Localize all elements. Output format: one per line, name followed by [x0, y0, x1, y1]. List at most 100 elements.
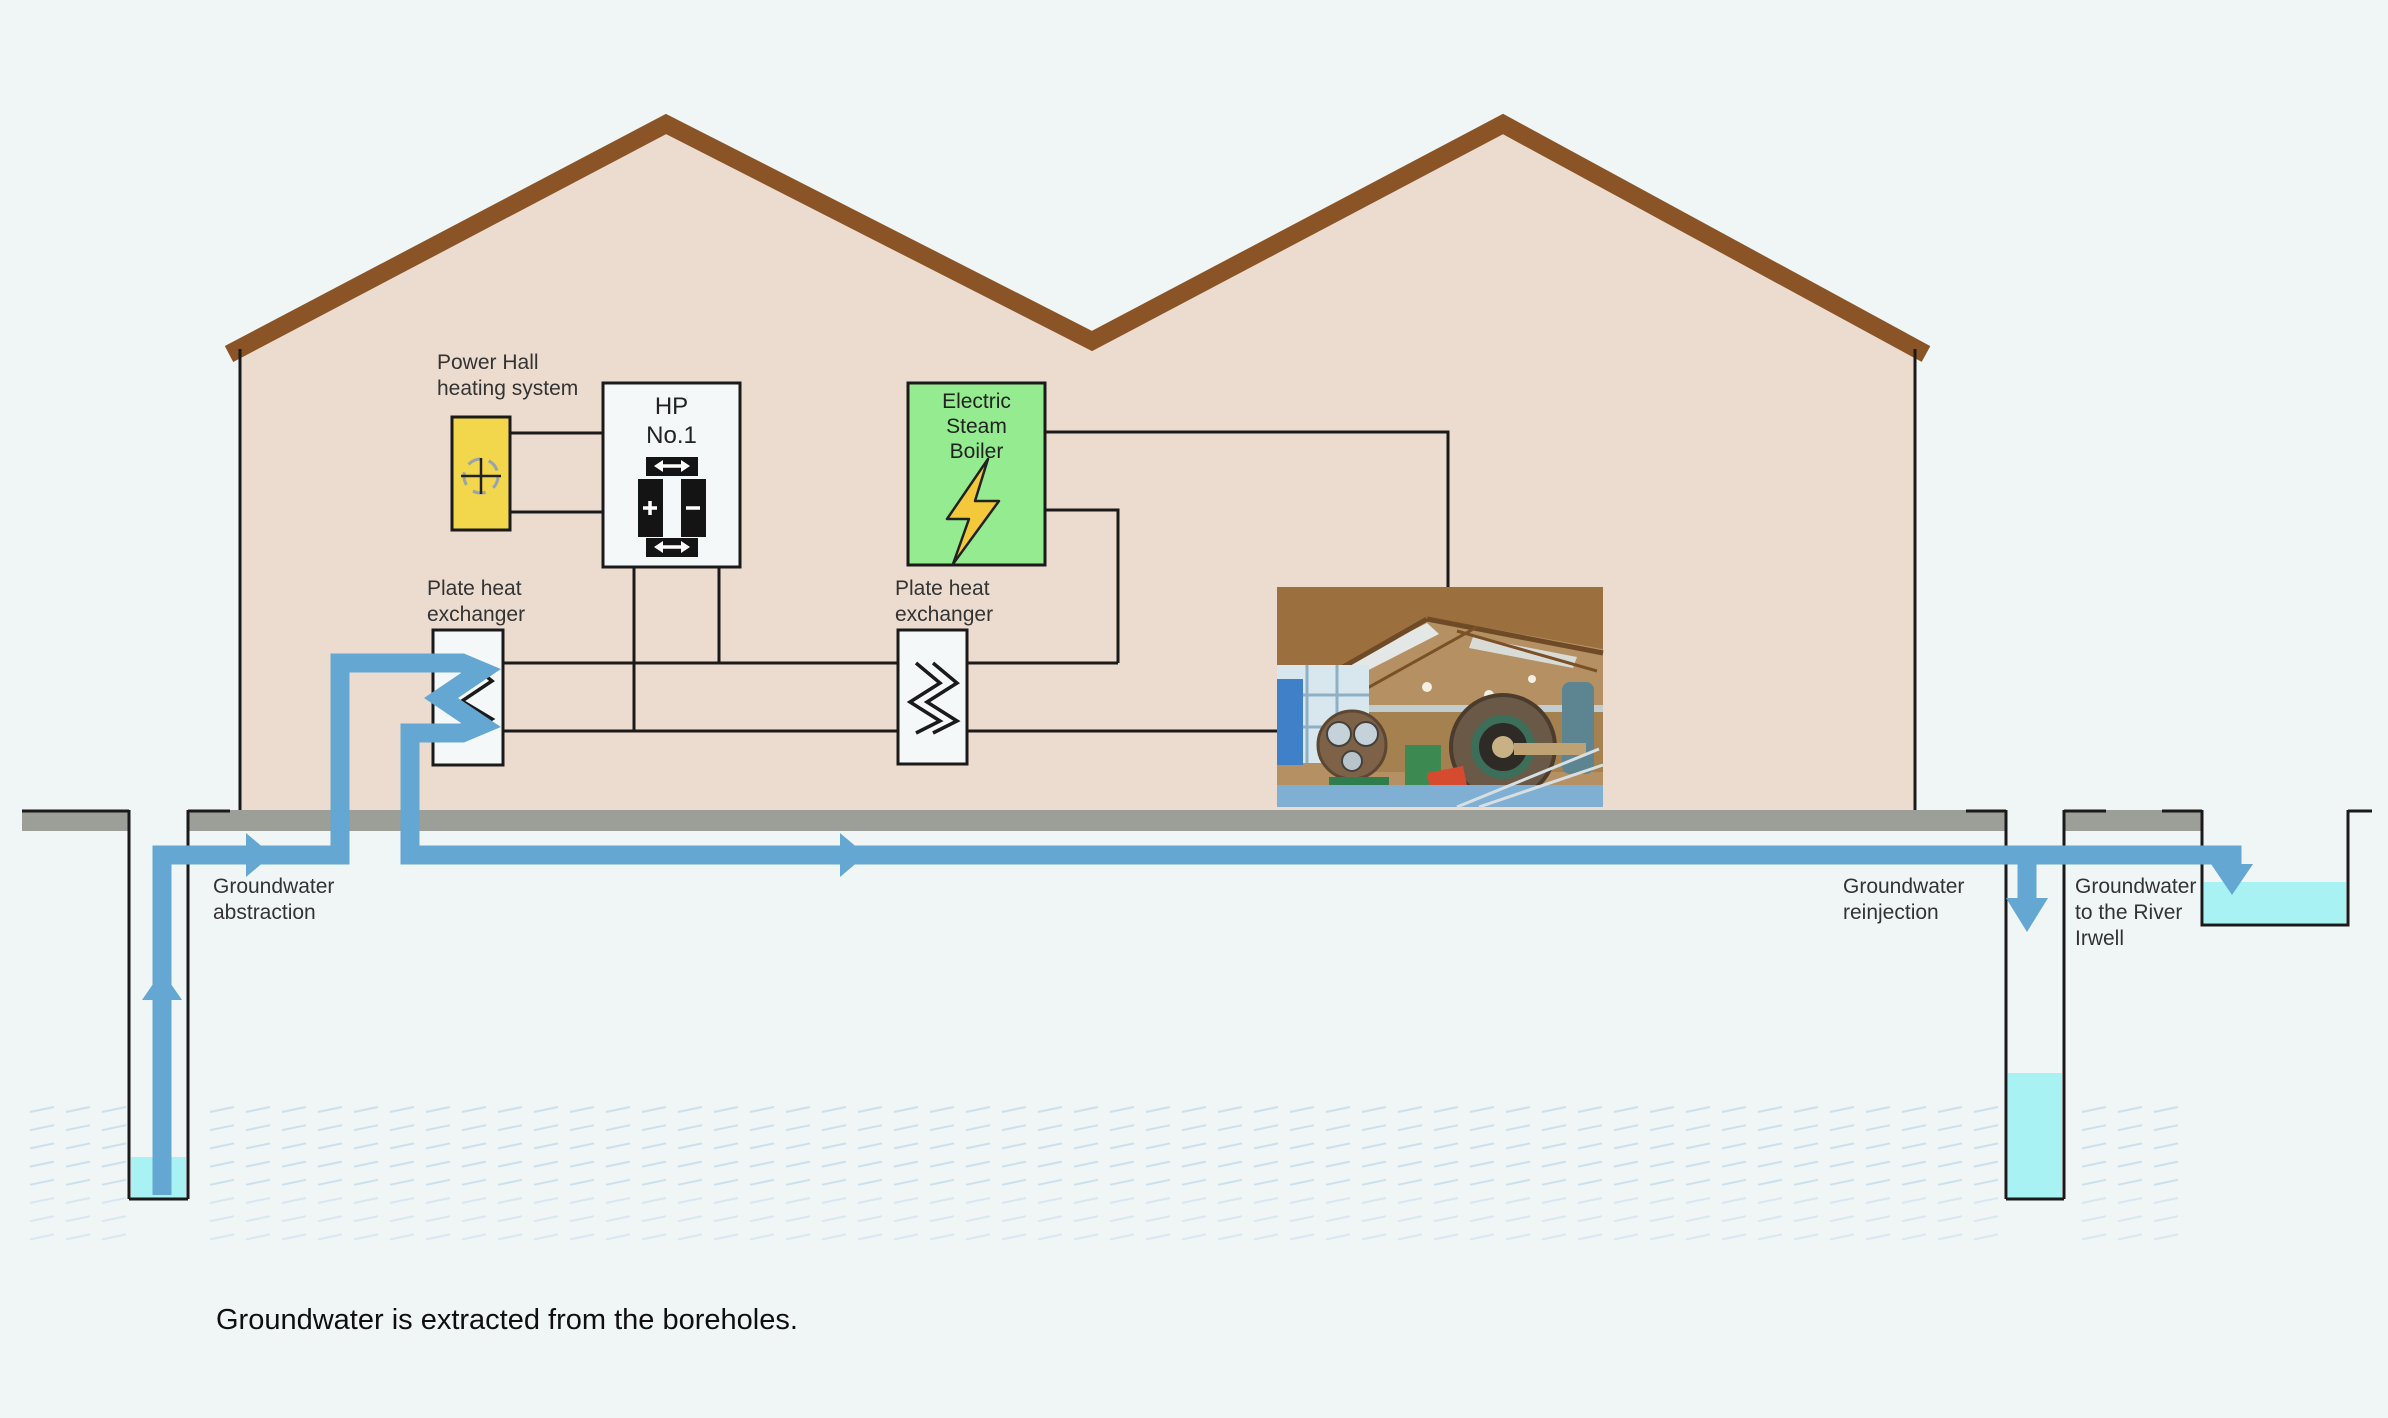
aquifer-mark	[749, 1233, 775, 1241]
groundwater-to-river-label: Groundwater to the River Irwell	[2075, 875, 2197, 950]
aquifer-mark	[281, 1178, 307, 1186]
aquifer-mark	[641, 1178, 667, 1186]
aquifer-mark	[29, 1124, 55, 1132]
aquifer-mark	[1577, 1124, 1603, 1132]
aquifer-mark	[857, 1106, 883, 1113]
aquifer-mark	[1145, 1178, 1171, 1186]
aquifer-mark	[965, 1106, 991, 1113]
aquifer-mark	[461, 1233, 487, 1241]
aquifer-mark	[1865, 1215, 1891, 1223]
aquifer-mark	[461, 1142, 487, 1150]
aquifer-mark	[389, 1142, 415, 1150]
aquifer-mark	[1433, 1160, 1459, 1168]
aquifer-mark	[1721, 1160, 1747, 1168]
aquifer-mark	[1685, 1233, 1711, 1241]
aquifer-mark	[1325, 1124, 1351, 1132]
aquifer-mark	[1217, 1233, 1243, 1241]
aquifer-mark	[1433, 1215, 1459, 1223]
aquifer-mark	[209, 1142, 235, 1150]
aquifer-mark	[929, 1124, 955, 1132]
aquifer-mark	[1505, 1178, 1531, 1186]
aquifer-mark	[1361, 1106, 1387, 1113]
aquifer-mark	[1217, 1160, 1243, 1168]
aquifer-mark	[1613, 1106, 1639, 1113]
aquifer-mark	[2117, 1197, 2143, 1204]
aquifer-mark	[245, 1106, 271, 1113]
aquifer-mark	[1289, 1106, 1315, 1113]
aquifer-mark	[1181, 1178, 1207, 1186]
aquifer-mark	[389, 1124, 415, 1132]
aquifer-mark	[1649, 1197, 1675, 1204]
aquifer-mark	[1289, 1124, 1315, 1132]
aquifer-mark	[1973, 1106, 1999, 1113]
aquifer-mark	[425, 1160, 451, 1168]
aquifer-mark	[1901, 1197, 1927, 1204]
aquifer-mark	[1289, 1160, 1315, 1168]
aquifer-mark	[1145, 1160, 1171, 1168]
aquifer-mark	[1505, 1160, 1531, 1168]
aquifer-mark	[785, 1160, 811, 1168]
aquifer-mark	[29, 1197, 55, 1204]
aquifer-mark	[425, 1215, 451, 1223]
aquifer-mark	[821, 1178, 847, 1186]
aquifer-mark	[821, 1215, 847, 1223]
aquifer-mark	[965, 1215, 991, 1223]
aquifer-mark	[2153, 1215, 2179, 1223]
aquifer-mark	[929, 1106, 955, 1113]
aquifer-mark	[1829, 1106, 1855, 1113]
aquifer-mark	[1361, 1233, 1387, 1241]
aquifer-mark	[1001, 1233, 1027, 1241]
aquifer-mark	[1829, 1124, 1855, 1132]
aquifer-mark	[1505, 1215, 1531, 1223]
aquifer-mark	[497, 1178, 523, 1186]
aquifer-mark	[569, 1142, 595, 1150]
aquifer-mark	[101, 1106, 127, 1113]
aquifer-mark	[1253, 1106, 1279, 1113]
flow-arrow-icon	[142, 833, 2253, 1000]
aquifer-mark	[281, 1233, 307, 1241]
aquifer-mark	[353, 1106, 379, 1113]
aquifer-mark	[929, 1142, 955, 1150]
aquifer-mark	[893, 1197, 919, 1204]
aquifer-mark	[1829, 1215, 1855, 1223]
aquifer-mark	[461, 1178, 487, 1186]
aquifer-mark	[1649, 1124, 1675, 1132]
aquifer-mark	[1397, 1178, 1423, 1186]
aquifer-mark	[605, 1124, 631, 1132]
aquifer-mark	[1217, 1142, 1243, 1150]
aquifer-mark	[1685, 1160, 1711, 1168]
aquifer-pattern	[29, 1106, 2179, 1241]
aquifer-mark	[1073, 1106, 1099, 1113]
aquifer-mark	[1001, 1178, 1027, 1186]
aquifer-mark	[1757, 1233, 1783, 1241]
aquifer-mark	[677, 1233, 703, 1241]
aquifer-mark	[1289, 1233, 1315, 1241]
aquifer-mark	[965, 1178, 991, 1186]
aquifer-mark	[1433, 1197, 1459, 1204]
aquifer-mark	[1685, 1197, 1711, 1204]
power-hall-photo	[1277, 587, 1604, 809]
aquifer-mark	[641, 1142, 667, 1150]
aquifer-mark	[1217, 1197, 1243, 1204]
aquifer-mark	[893, 1178, 919, 1186]
aquifer-mark	[65, 1106, 91, 1113]
aquifer-mark	[1613, 1197, 1639, 1204]
aquifer-mark	[353, 1142, 379, 1150]
aquifer-mark	[1721, 1215, 1747, 1223]
aquifer-mark	[893, 1106, 919, 1113]
aquifer-mark	[1181, 1106, 1207, 1113]
aquifer-mark	[677, 1142, 703, 1150]
aquifer-mark	[1649, 1142, 1675, 1150]
aquifer-mark	[353, 1178, 379, 1186]
aquifer-mark	[821, 1142, 847, 1150]
aquifer-mark	[2117, 1106, 2143, 1113]
aquifer-mark	[749, 1178, 775, 1186]
aquifer-mark	[857, 1142, 883, 1150]
aquifer-mark	[2081, 1160, 2107, 1168]
aquifer-mark	[785, 1142, 811, 1150]
aquifer-mark	[929, 1197, 955, 1204]
aquifer-mark	[1145, 1124, 1171, 1132]
aquifer-mark	[1721, 1233, 1747, 1241]
aquifer-mark	[1469, 1106, 1495, 1113]
aquifer-mark	[425, 1124, 451, 1132]
